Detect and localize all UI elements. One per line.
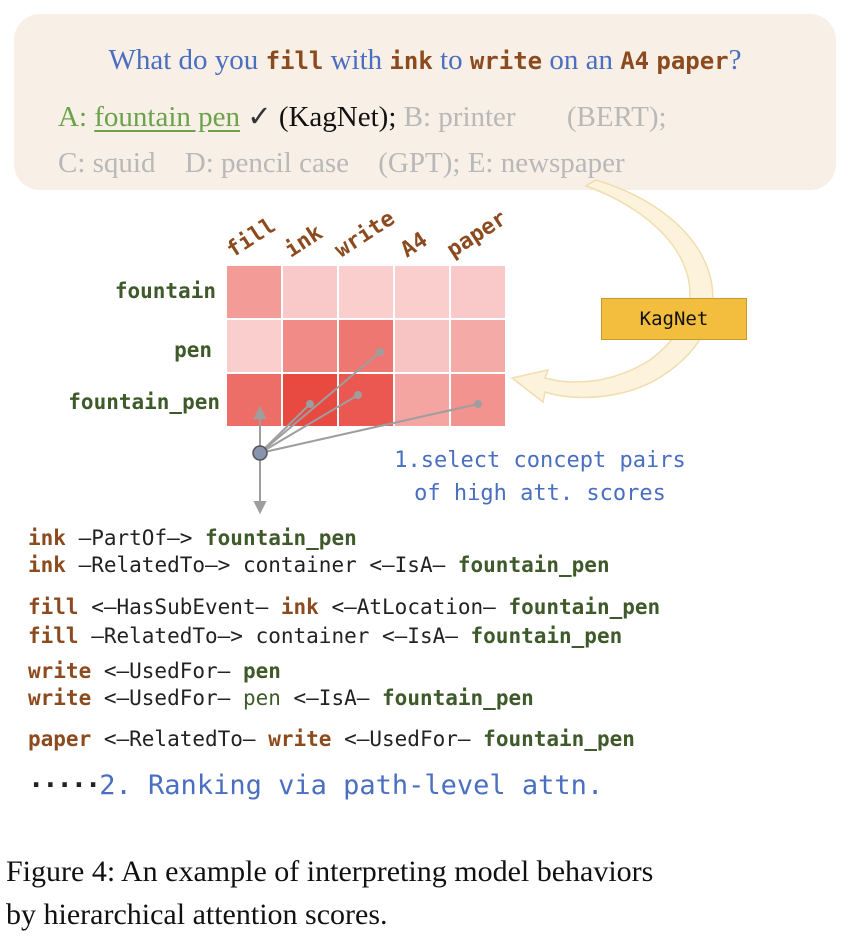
question-keyword-paper: paper [656, 47, 729, 75]
relation-text: <—RelatedTo— [91, 727, 269, 751]
answer-concept: fountain_pen [382, 686, 534, 710]
heatmap-cell [450, 265, 506, 319]
question-concept: fill [28, 624, 79, 648]
question-concept: fill [28, 595, 79, 619]
question-part: What do you [108, 44, 266, 76]
answer-concept: pen [242, 659, 281, 683]
relation-text: <—UsedFor— [91, 686, 243, 710]
step1-line2: of high att. scores [414, 481, 666, 506]
answer-concept: fountain_pen [205, 526, 357, 550]
heatmap-cell [450, 319, 506, 373]
selector-node-icon [252, 445, 268, 461]
path-line: fill <—HasSubEvent— ink <—AtLocation— fo… [28, 595, 660, 619]
relation-text: <—HasSubEvent— [78, 595, 281, 619]
step1-annotation: 1.select concept pairs of high att. scor… [340, 444, 740, 510]
question-concept: write [28, 686, 92, 710]
relation-text: —RelatedTo—> container <—IsA— [78, 624, 471, 648]
check-icon: ✓ [247, 101, 272, 133]
path-line: ink —RelatedTo—> container <—IsA— founta… [28, 553, 610, 577]
heatmap-cell [282, 265, 338, 319]
path-line: fill —RelatedTo—> container <—IsA— fount… [28, 624, 622, 648]
heatmap-row-label: fountain_pen [68, 390, 220, 414]
heatmap-cell [338, 265, 394, 319]
answer-concept: fountain_pen [483, 727, 635, 751]
heatmap-cell [394, 319, 450, 373]
caption-line2: by hierarchical attention scores. [6, 898, 388, 931]
heatmap-row-label: fountain [114, 279, 216, 303]
answer-d-text: D: pencil case [184, 147, 350, 179]
answer-concept: fountain_pen [470, 624, 623, 648]
answer-e-text: E: newspaper [467, 147, 625, 179]
step2-annotation: ·····2. Ranking via path-level attn. [28, 770, 603, 801]
path-line: write <—UsedFor— pen <—IsA— fountain_pen [28, 686, 534, 710]
question-concept: ink [28, 526, 66, 550]
question-concept: paper [28, 727, 92, 751]
curved-arrow-icon [510, 179, 714, 404]
path-line: write <—UsedFor— pen [28, 659, 281, 683]
question-panel: What do you fill with ink to write on an… [14, 14, 836, 190]
answer-b-text: B: printer [403, 101, 516, 133]
relation-text: <—AtLocation— [318, 595, 509, 619]
question-keyword-ink: ink [389, 47, 433, 75]
answer-a-text: fountain pen [94, 101, 241, 133]
relation-text: <—IsA— [280, 686, 383, 710]
relation-text: —PartOf—> [65, 526, 206, 550]
answer-a-model: (KagNet); [278, 101, 397, 133]
answer-concept: pen [242, 686, 281, 710]
pointer-lines [253, 348, 482, 515]
ellipsis-dots: ····· [28, 770, 101, 801]
question-concept: ink [280, 595, 319, 619]
question-keyword-write: write [469, 47, 543, 75]
heatmap-cell [394, 265, 450, 319]
question-text: What do you fill with ink to write on an… [14, 44, 836, 77]
heatmap-cell [394, 373, 450, 427]
answer-concept: fountain_pen [508, 595, 661, 619]
relation-text: <—UsedFor— [91, 659, 243, 683]
question-part: to [432, 44, 470, 76]
question-keyword-a4: A4 [620, 47, 650, 75]
answer-line-2: C: squid D: pencil case (GPT); E: newspa… [58, 140, 818, 186]
path-line: ink —PartOf—> fountain_pen [28, 526, 357, 550]
kagnet-label-box: KagNet [601, 298, 747, 340]
answer-choices: A: fountain pen ✓ (KagNet); B: printer (… [58, 94, 818, 186]
question-concept: write [268, 727, 332, 751]
path-line: paper <—RelatedTo— write <—UsedFor— foun… [28, 727, 635, 751]
question-part: with [323, 44, 390, 76]
heatmap-cell [338, 373, 394, 427]
question-part: on an [542, 44, 621, 76]
step1-line1: 1.select concept pairs [394, 448, 686, 473]
answer-concept: fountain_pen [457, 553, 610, 577]
question-concept: ink [28, 553, 66, 577]
figure-caption: Figure 4: An example of interpreting mod… [6, 850, 862, 936]
question-keyword-fill: fill [265, 47, 324, 75]
heatmap-row-label: pen [174, 338, 212, 362]
heatmap-cell [226, 319, 282, 373]
question-concept: write [28, 659, 92, 683]
relation-text: <—UsedFor— [331, 727, 484, 751]
answer-c-text: C: squid [58, 147, 156, 179]
answer-d-model: (GPT); [378, 147, 461, 179]
heatmap-cell [282, 319, 338, 373]
heatmap-cell [226, 265, 282, 319]
relation-text: —RelatedTo—> container <—IsA— [65, 553, 458, 577]
answer-line-1: A: fountain pen ✓ (KagNet); B: printer (… [58, 94, 818, 140]
caption-line1: Figure 4: An example of interpreting mod… [6, 855, 654, 888]
answer-b-model: (BERT); [566, 101, 667, 133]
question-part: ? [728, 44, 742, 76]
step2-text: 2. Ranking via path-level attn. [99, 770, 604, 801]
answer-a-label: A: [58, 101, 87, 133]
